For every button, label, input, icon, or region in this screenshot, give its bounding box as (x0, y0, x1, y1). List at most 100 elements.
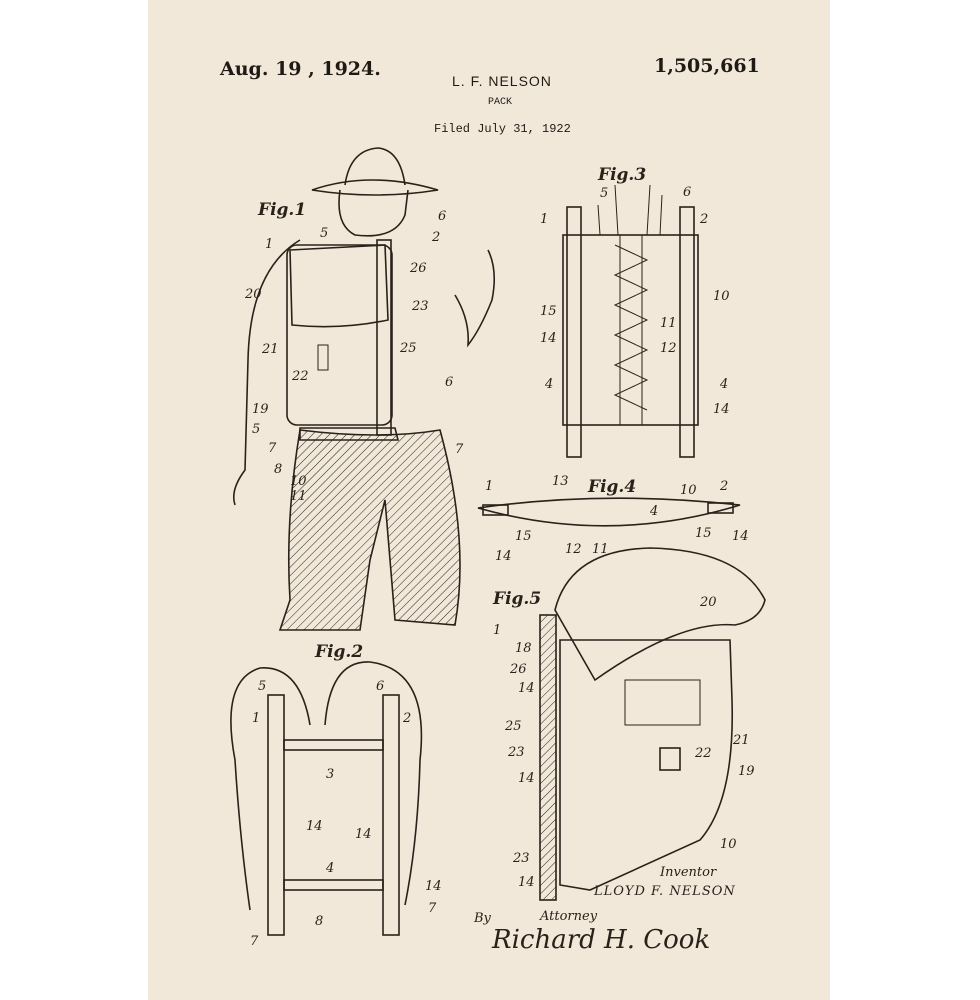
reference-numeral: 1 (493, 623, 501, 638)
hat-crown (344, 147, 406, 186)
inventor-label: Inventor (659, 865, 717, 880)
head (338, 189, 409, 237)
reference-numeral: 2 (431, 230, 440, 245)
figure-3-laced-back: Fig.3 5 6 1 2 10 15 14 11 12 4 4 14 (540, 165, 730, 458)
reference-numeral: 26 (409, 261, 427, 276)
patent-number: 1,505,661 (654, 55, 760, 77)
frame-bar-left (566, 206, 582, 458)
reference-numeral: 14 (732, 529, 749, 544)
reference-numeral: 7 (428, 901, 437, 916)
reference-numeral: 21 (261, 342, 279, 357)
reference-numeral: 1 (252, 711, 260, 726)
inventor-name: LLOYD F. NELSON (593, 884, 736, 899)
frame-crossbar-bottom (283, 879, 384, 891)
reference-numeral: 20 (244, 287, 262, 302)
reference-numeral: 14 (425, 879, 442, 894)
reference-numeral: 3 (326, 767, 334, 782)
reference-numeral: 23 (411, 299, 429, 314)
reference-numeral: 2 (402, 711, 411, 726)
reference-numeral: 5 (320, 226, 328, 241)
reference-numeral: 7 (250, 934, 259, 949)
reference-numeral: 1 (485, 479, 493, 494)
buckle (659, 747, 681, 771)
reference-numeral: 14 (495, 549, 512, 564)
reference-numeral: 2 (699, 212, 708, 227)
bar-right (707, 502, 734, 514)
reference-numeral: 12 (660, 341, 677, 356)
figure-5-pack-side-view: Fig.5 20 1 18 26 14 25 22 21 23 14 19 23… (492, 547, 766, 901)
reference-numeral: 23 (507, 745, 525, 760)
reference-numeral: 4 (325, 861, 334, 876)
figure-2-frame-with-straps: Fig.2 5 6 1 2 3 14 14 4 14 8 7 7 (230, 642, 442, 949)
figure-1-man-with-pack: Fig.1 5 1 2 6 26 20 23 21 25 22 6 (232, 147, 496, 631)
pack-flap (289, 244, 389, 328)
reference-numeral: 20 (699, 595, 717, 610)
reference-numeral: 14 (518, 875, 535, 890)
reference-numeral: 10 (713, 289, 730, 304)
reference-numeral: 15 (540, 304, 557, 319)
reference-numeral: 11 (592, 542, 609, 557)
reference-numeral: 14 (306, 819, 323, 834)
paper-sheet (148, 0, 830, 1000)
reference-numeral: 11 (660, 316, 677, 331)
frame-bar-left (267, 694, 285, 936)
patent-title: PACK (488, 97, 513, 108)
by-label: By (473, 911, 492, 926)
reference-numeral: 5 (600, 186, 608, 201)
back-panel (562, 234, 699, 426)
reference-numeral: 1 (540, 212, 548, 227)
reference-numeral: 6 (445, 375, 453, 390)
pack-flap (554, 547, 766, 682)
frame-bar-right (382, 694, 400, 936)
reference-numeral: 4 (544, 377, 553, 392)
reference-numeral: 10 (290, 474, 307, 489)
reference-numeral: 5 (258, 679, 266, 694)
reference-numeral: 7 (268, 441, 277, 456)
hat-brim (311, 179, 439, 196)
pack-bottom-bar (299, 427, 400, 441)
reference-numeral: 22 (291, 369, 309, 384)
reference-numeral: 11 (290, 489, 307, 504)
lacing-strip (619, 234, 643, 426)
reference-numeral: 19 (252, 402, 269, 417)
pack-body (559, 639, 734, 891)
reference-numeral: 8 (315, 914, 323, 929)
reference-numeral: 18 (515, 641, 532, 656)
frame-crossbar-top (283, 739, 384, 751)
reference-numeral: 1 (265, 237, 273, 252)
fig5-label: Fig.5 (492, 589, 541, 609)
filed-date: Filed July 31, 1922 (434, 122, 571, 136)
fig2-label: Fig.2 (314, 642, 363, 662)
reference-numeral: 26 (509, 662, 527, 677)
bar-left (482, 504, 509, 516)
fig4-label: Fig.4 (587, 477, 636, 497)
attorney-label: Attorney (539, 909, 598, 924)
patent-date: Aug. 19 , 1924. (220, 58, 381, 80)
reference-numeral: 15 (695, 526, 712, 541)
reference-numeral: 25 (504, 719, 522, 734)
figure-4-section: Fig.4 1 13 10 2 4 15 14 12 11 15 14 (477, 474, 749, 564)
lacing (613, 244, 649, 411)
inventor-short-name: L. F. NELSON (452, 73, 552, 89)
pack-frame-bar (376, 239, 392, 436)
reference-numeral: 4 (649, 504, 658, 519)
strap-ends (597, 184, 663, 236)
pocket (624, 679, 701, 726)
reference-numeral: 4 (719, 377, 728, 392)
reference-numeral: 10 (680, 483, 697, 498)
reference-numeral: 7 (455, 442, 464, 457)
fig1-label: Fig.1 (257, 200, 306, 220)
reference-numeral: 14 (518, 681, 535, 696)
attorney-signature: Richard H. Cook (491, 925, 710, 955)
reference-numeral: 2 (719, 479, 728, 494)
arms (232, 239, 496, 506)
reference-numeral: 19 (738, 764, 755, 779)
reference-numeral: 6 (683, 185, 691, 200)
reference-numeral: 10 (720, 837, 737, 852)
pack-body (286, 244, 393, 426)
reference-numeral: 14 (713, 402, 730, 417)
reference-numeral: 14 (518, 771, 535, 786)
reference-numeral: 23 (512, 851, 530, 866)
reference-numeral: 21 (732, 733, 750, 748)
